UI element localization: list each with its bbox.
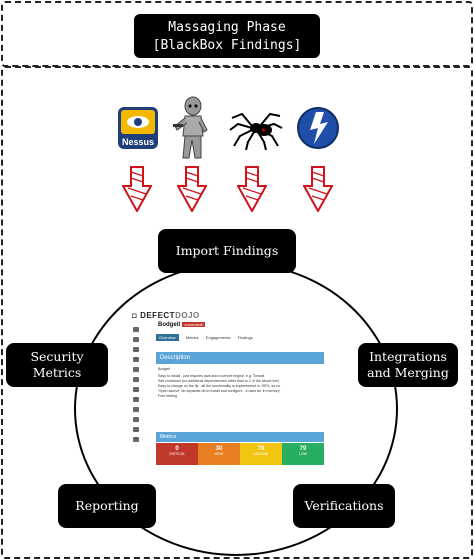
tab-engagements: Engagements: [205, 335, 231, 340]
node-import-findings: Import Findings: [158, 229, 296, 273]
spider-tool-icon: [228, 106, 284, 151]
description-title: Bodgeit: [158, 367, 171, 371]
bullet: Easy to install - just requires java and…: [158, 374, 265, 378]
screenshot-sidebar: [128, 322, 144, 466]
bullet: 'Open source' No separate db to install …: [158, 389, 281, 393]
node-label: Security: [30, 349, 84, 364]
node-integrations-merging: Integrations and Merging: [358, 343, 458, 387]
product-tag: vulnerable: [182, 322, 205, 327]
nessus-label: Nessus: [122, 137, 154, 147]
node-label: and Merging: [367, 365, 449, 380]
lightning-tool-icon: [296, 106, 340, 150]
logo-main: DEFECT: [140, 311, 176, 320]
node-label: Integrations: [369, 349, 447, 364]
title-line-1: Massaging Phase: [168, 20, 286, 35]
down-arrow-icon: [237, 166, 267, 212]
description-body: Bodgeit Easy to install - just requires …: [158, 367, 322, 399]
title-line-2: [BlackBox Findings]: [152, 38, 302, 53]
robot-tool-icon: [171, 96, 211, 162]
tab-metrics: Metrics: [185, 335, 199, 340]
node-label: Import Findings: [175, 243, 279, 258]
tab-overview: Overview: [156, 334, 179, 341]
down-arrow-icon: [122, 166, 152, 212]
node-label: Verifications: [304, 498, 384, 513]
node-reporting: Reporting: [58, 484, 156, 528]
node-label: Reporting: [75, 498, 139, 513]
node-verifications: Verifications: [293, 484, 395, 528]
diagram-frame: [1, 66, 473, 559]
tab-findings: Findings: [237, 335, 253, 340]
description-header: Description: [156, 352, 324, 364]
product-title: Bodgeit: [158, 322, 181, 328]
nessus-logo: Nessus: [117, 106, 159, 150]
bullet: Easy to change on the fly - all the func…: [158, 384, 281, 388]
node-label: Metrics: [32, 365, 82, 380]
bullet: Free testing: [158, 394, 177, 398]
down-arrow-icon: [303, 166, 333, 212]
bullet: Self contained (no additional dependenci…: [158, 379, 280, 383]
metrics-header: Metrics: [156, 432, 324, 442]
defectdojo-logo: ◘ DEFECTDOJO: [132, 311, 200, 320]
diagram-title: Massaging Phase [BlackBox Findings]: [134, 14, 320, 58]
down-arrow-icon: [177, 166, 207, 212]
logo-sub: DOJO: [175, 311, 200, 320]
node-security-metrics: Security Metrics: [6, 343, 108, 387]
screenshot-tabs: Overview Metrics Engagements Findings: [156, 334, 324, 344]
